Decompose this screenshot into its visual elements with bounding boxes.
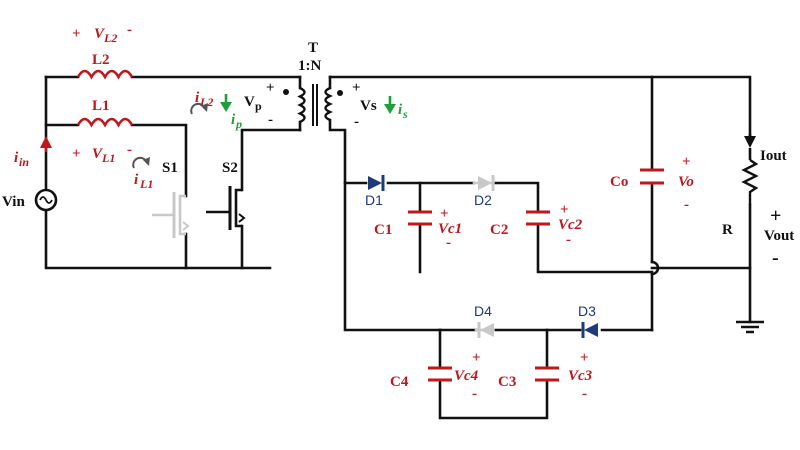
ip-arrowhead: [220, 102, 232, 112]
wires: [44, 75, 752, 420]
capacitor-c4-minus: -: [472, 386, 477, 402]
vout-plus: +: [770, 205, 781, 227]
capacitor-c1-voltage: Vc1: [438, 221, 462, 237]
capacitor-c2: C2 + Vc2 -: [490, 202, 583, 248]
is-arrowhead: [384, 104, 396, 114]
switch-s1-label: S1: [162, 160, 178, 176]
capacitor-c1-plus: +: [440, 206, 449, 222]
capacitor-c1: C1 + Vc1 -: [374, 206, 462, 251]
inductor-l2-voltage-minus: -: [127, 22, 132, 38]
inductor-l1-label: L1: [92, 98, 110, 114]
resistor-label: R: [722, 222, 733, 238]
capacitor-co-voltage: Vo: [678, 174, 694, 190]
capacitor-c2-voltage: Vc2: [558, 217, 583, 233]
source-vin: Vin i in: [2, 136, 58, 212]
current-il1: i L1: [132, 156, 153, 191]
primary-plus: +: [266, 80, 275, 96]
input-current-sub: in: [19, 155, 29, 169]
il1-curl-arrowhead: [143, 157, 150, 166]
secondary-minus: -: [354, 114, 359, 130]
inductor-l2-voltage-sub: L2: [103, 31, 117, 45]
capacitor-c4-label: C4: [390, 374, 409, 390]
diode-d3: D3: [578, 303, 598, 338]
secondary-polarity-dot: [337, 90, 343, 96]
inductor-l2-label: L2: [92, 52, 110, 68]
il1-label: i: [134, 172, 139, 188]
capacitor-co-label: Co: [610, 174, 628, 190]
primary-minus: -: [268, 112, 273, 128]
input-current-arrowhead: [40, 136, 52, 148]
capacitor-c3: C3 + Vc3 -: [498, 350, 593, 402]
inductor-l2-voltage-plus: +: [72, 26, 81, 42]
diode-d1-label: D1: [365, 192, 383, 208]
capacitor-c3-minus: -: [582, 386, 587, 402]
iout-arrowhead: [744, 136, 756, 148]
inductor-l1-voltage-label: V: [92, 146, 104, 162]
input-current-label: i: [14, 150, 19, 166]
diode-d1: D1: [365, 175, 385, 208]
primary-polarity-dot: [283, 89, 289, 95]
is-sub: s: [402, 107, 408, 121]
capacitor-c1-label: C1: [374, 222, 392, 238]
ground-icon: [736, 320, 764, 334]
capacitor-c1-minus: -: [446, 235, 451, 251]
transformer-core: [312, 84, 318, 126]
capacitor-co-minus: -: [684, 197, 689, 213]
switch-s2-label: S2: [222, 160, 238, 176]
ip-sub: p: [235, 117, 242, 131]
transformer-label: T: [308, 40, 318, 56]
secondary-voltage-label: Vs: [360, 98, 377, 114]
inductor-l1: L1 + V L1 -: [72, 98, 134, 165]
inductor-l1-voltage-minus: -: [127, 142, 132, 158]
capacitor-c3-label: C3: [498, 374, 516, 390]
inductor-l1-voltage-plus: +: [72, 146, 81, 162]
capacitor-c3-plus: +: [580, 350, 589, 366]
primary-voltage-label: V: [244, 94, 255, 110]
il2-curl-arrowhead: [201, 103, 208, 112]
vout-minus: -: [772, 247, 779, 269]
iout-label: Iout: [760, 148, 787, 164]
switch-s2: S2: [206, 160, 246, 230]
ip-label: i: [231, 112, 236, 128]
capacitor-co: Co + Vo -: [610, 154, 694, 213]
diode-d2: D2: [474, 175, 495, 208]
source-vin-label: Vin: [2, 194, 25, 210]
capacitor-co-plus: +: [682, 154, 691, 170]
inductor-l2-voltage-label: V: [94, 26, 106, 42]
diode-d3-label: D3: [578, 303, 596, 319]
transformer: T 1:N + V p - i p + Vs - i s: [220, 40, 408, 131]
secondary-winding: [324, 86, 333, 122]
capacitor-c4: C4 + Vc4 -: [390, 350, 481, 402]
capacitor-c4-voltage: Vc4: [454, 368, 479, 384]
il1-sub: L1: [139, 177, 153, 191]
is-label: i: [398, 102, 403, 118]
il2-label: i: [195, 90, 200, 106]
primary-voltage-sub: p: [255, 99, 262, 113]
vout-label: Vout: [764, 228, 794, 244]
transformer-ratio: 1:N: [298, 58, 321, 74]
primary-winding: [297, 86, 306, 124]
inductor-l1-voltage-sub: L1: [101, 151, 115, 165]
current-il2: i L2: [190, 90, 213, 115]
diode-d4-label: D4: [474, 303, 492, 319]
inductor-l2: L2 + V L2 -: [72, 22, 134, 80]
load-resistor: Iout R + Vout -: [722, 134, 794, 269]
diode-d4: D4: [474, 303, 494, 338]
capacitor-c2-label: C2: [490, 222, 508, 238]
capacitor-c2-minus: -: [566, 232, 571, 248]
capacitor-c3-voltage: Vc3: [568, 368, 593, 384]
secondary-plus: +: [352, 80, 361, 96]
capacitor-c4-plus: +: [472, 350, 481, 366]
switch-s1: S1: [152, 160, 190, 238]
diode-d2-label: D2: [474, 192, 492, 208]
capacitor-c2-plus: +: [560, 202, 569, 218]
